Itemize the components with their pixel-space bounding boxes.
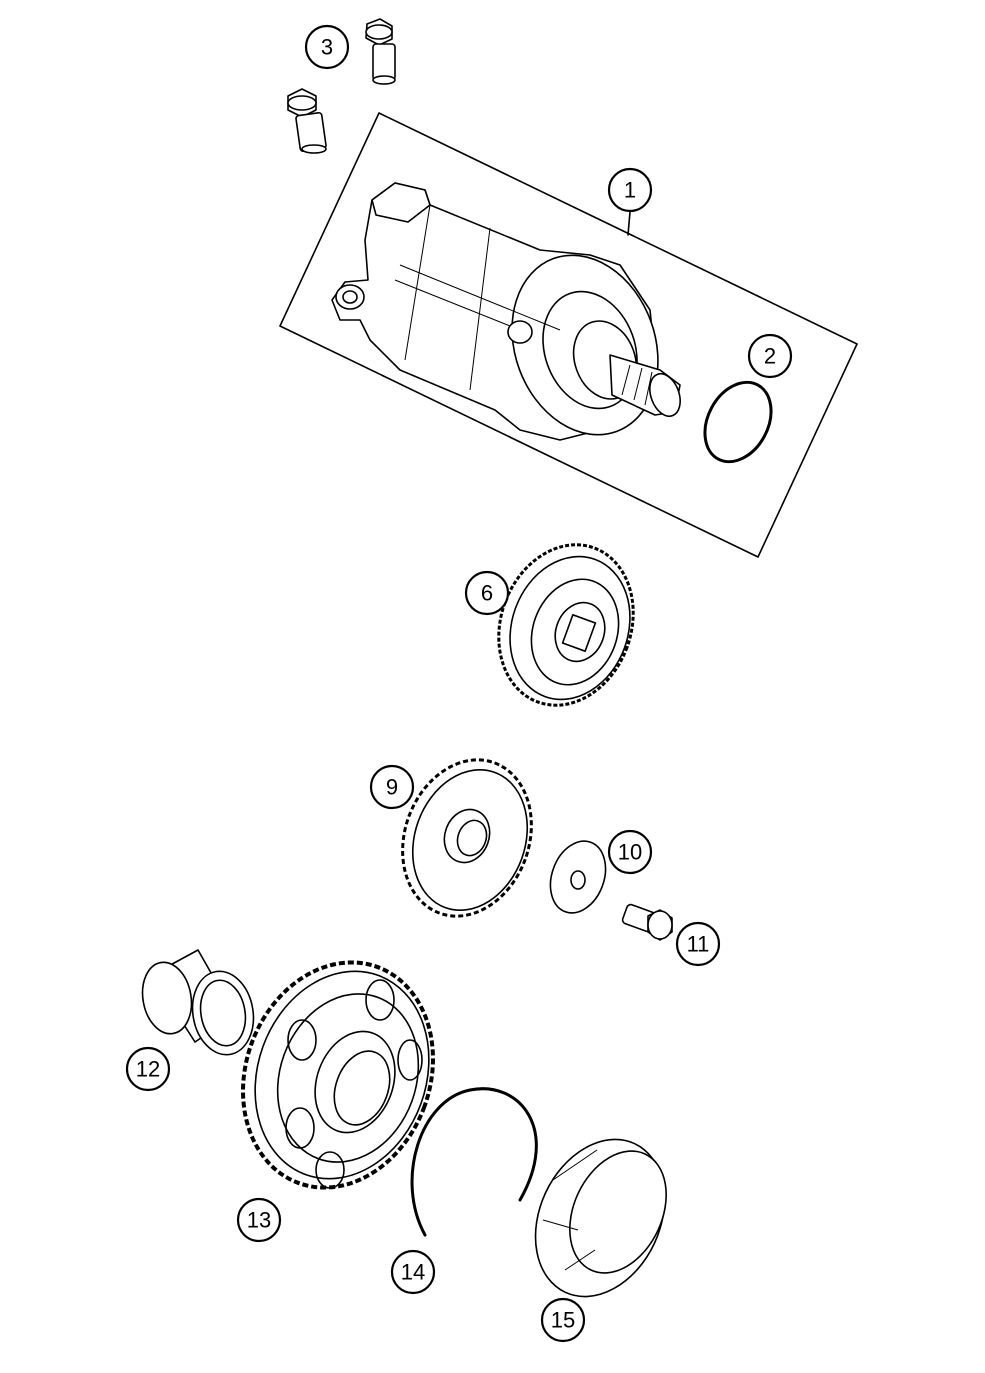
svg-text:11: 11 <box>687 932 710 957</box>
screw-lower[interactable] <box>287 88 327 154</box>
svg-text:2: 2 <box>764 344 776 369</box>
svg-text:6: 6 <box>481 581 493 606</box>
o-ring[interactable] <box>692 371 784 473</box>
svg-text:12: 12 <box>136 1057 160 1082</box>
needle-bearing[interactable] <box>137 949 260 1060</box>
intermediate-gear[interactable] <box>381 742 552 935</box>
callout-10: 10 <box>607 829 653 875</box>
idler-gear-large[interactable] <box>477 526 655 725</box>
freewheel-ring[interactable] <box>511 1118 689 1317</box>
callout-1: 1 <box>607 167 653 213</box>
callout-6: 6 <box>464 570 510 616</box>
svg-text:9: 9 <box>386 775 398 800</box>
small-bolt[interactable] <box>621 903 673 941</box>
svg-text:10: 10 <box>618 840 642 865</box>
svg-text:15: 15 <box>551 1308 575 1333</box>
callout-11: 11 <box>675 921 721 967</box>
svg-text:3: 3 <box>321 35 333 60</box>
starter-gear-large[interactable] <box>212 935 464 1214</box>
starter-motor-group[interactable] <box>279 112 858 558</box>
screw-upper[interactable] <box>365 18 396 85</box>
callout-14: 14 <box>390 1249 436 1295</box>
callout-9: 9 <box>369 764 415 810</box>
callout-15: 15 <box>540 1297 586 1343</box>
leader-line-1 <box>627 211 631 236</box>
svg-text:14: 14 <box>401 1260 425 1285</box>
callout-13: 13 <box>236 1197 282 1243</box>
washer[interactable] <box>541 833 615 920</box>
circlip-ring[interactable] <box>410 1087 538 1237</box>
callout-12: 12 <box>125 1046 171 1092</box>
callout-3: 3 <box>304 24 350 70</box>
svg-text:1: 1 <box>624 178 636 203</box>
svg-text:13: 13 <box>247 1208 271 1233</box>
callout-2: 2 <box>747 333 793 379</box>
